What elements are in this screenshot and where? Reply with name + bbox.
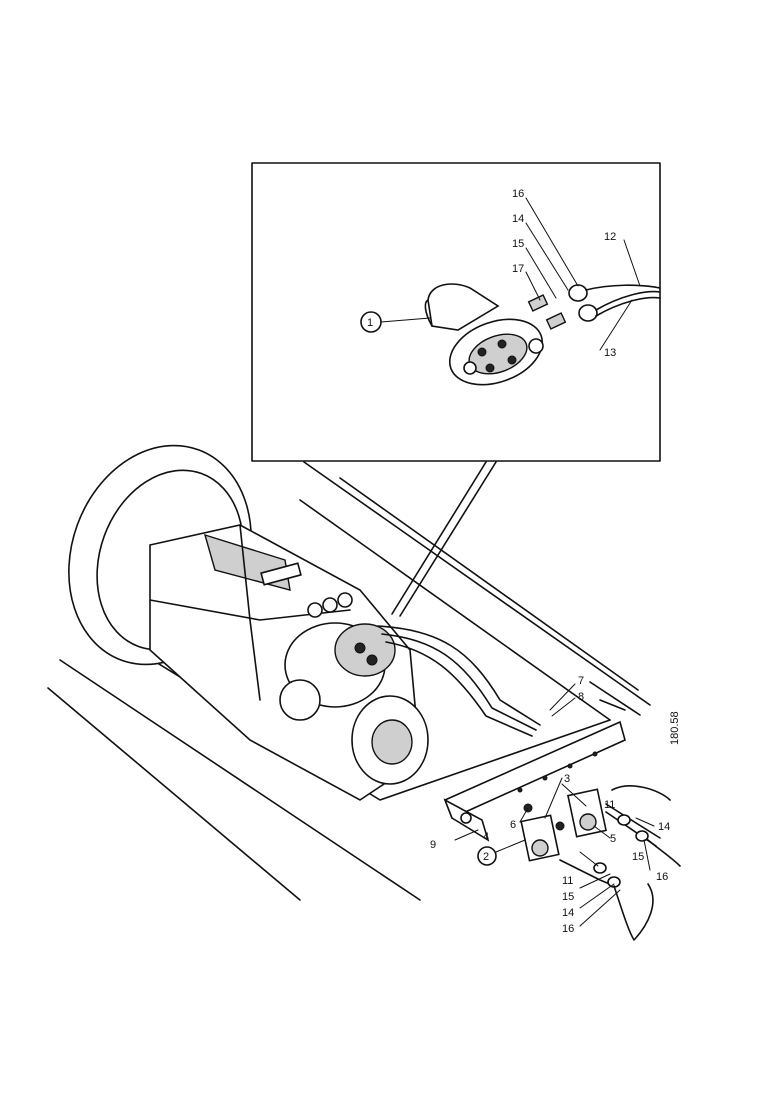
connector-blocks — [520, 788, 607, 862]
label-17: 17 — [512, 263, 524, 275]
label-15-right: 15 — [632, 851, 644, 863]
main-cable — [559, 785, 681, 941]
label-15-bottom: 15 — [562, 891, 574, 903]
label-14-bottom: 14 — [562, 907, 574, 919]
label-16-right: 16 — [656, 871, 668, 883]
label-7: 7 — [578, 675, 584, 687]
figure-code: 180.58 — [669, 711, 681, 745]
inset-leaders — [360, 197, 641, 351]
label-9: 9 — [430, 839, 436, 851]
label-8: 8 — [578, 691, 584, 703]
label-6: 6 — [510, 819, 516, 831]
label-11-bottom: 11 — [562, 875, 573, 887]
wiring-harness — [377, 625, 541, 737]
inset-detail: 1 16 14 15 17 12 13 — [251, 162, 661, 462]
label-11-right: 11 — [604, 799, 615, 811]
callout-lines — [391, 461, 497, 617]
label-1: 1 — [367, 317, 373, 329]
inset-connectors — [527, 284, 661, 330]
label-5: 5 — [610, 833, 616, 845]
label-2: 2 — [483, 851, 489, 863]
label-3: 3 — [564, 773, 570, 785]
label-14-right: 14 — [658, 821, 670, 833]
label-16-bottom: 16 — [562, 923, 574, 935]
speed-sensor — [424, 283, 544, 386]
gearbox — [149, 524, 429, 801]
label-15: 15 — [512, 238, 524, 250]
label-12: 12 — [604, 231, 616, 243]
label-4: 4 — [483, 831, 489, 843]
label-13: 13 — [604, 347, 616, 359]
main-leaders — [454, 683, 655, 927]
inset-frame — [251, 162, 661, 462]
label-14: 14 — [512, 213, 524, 225]
label-16: 16 — [512, 188, 524, 200]
